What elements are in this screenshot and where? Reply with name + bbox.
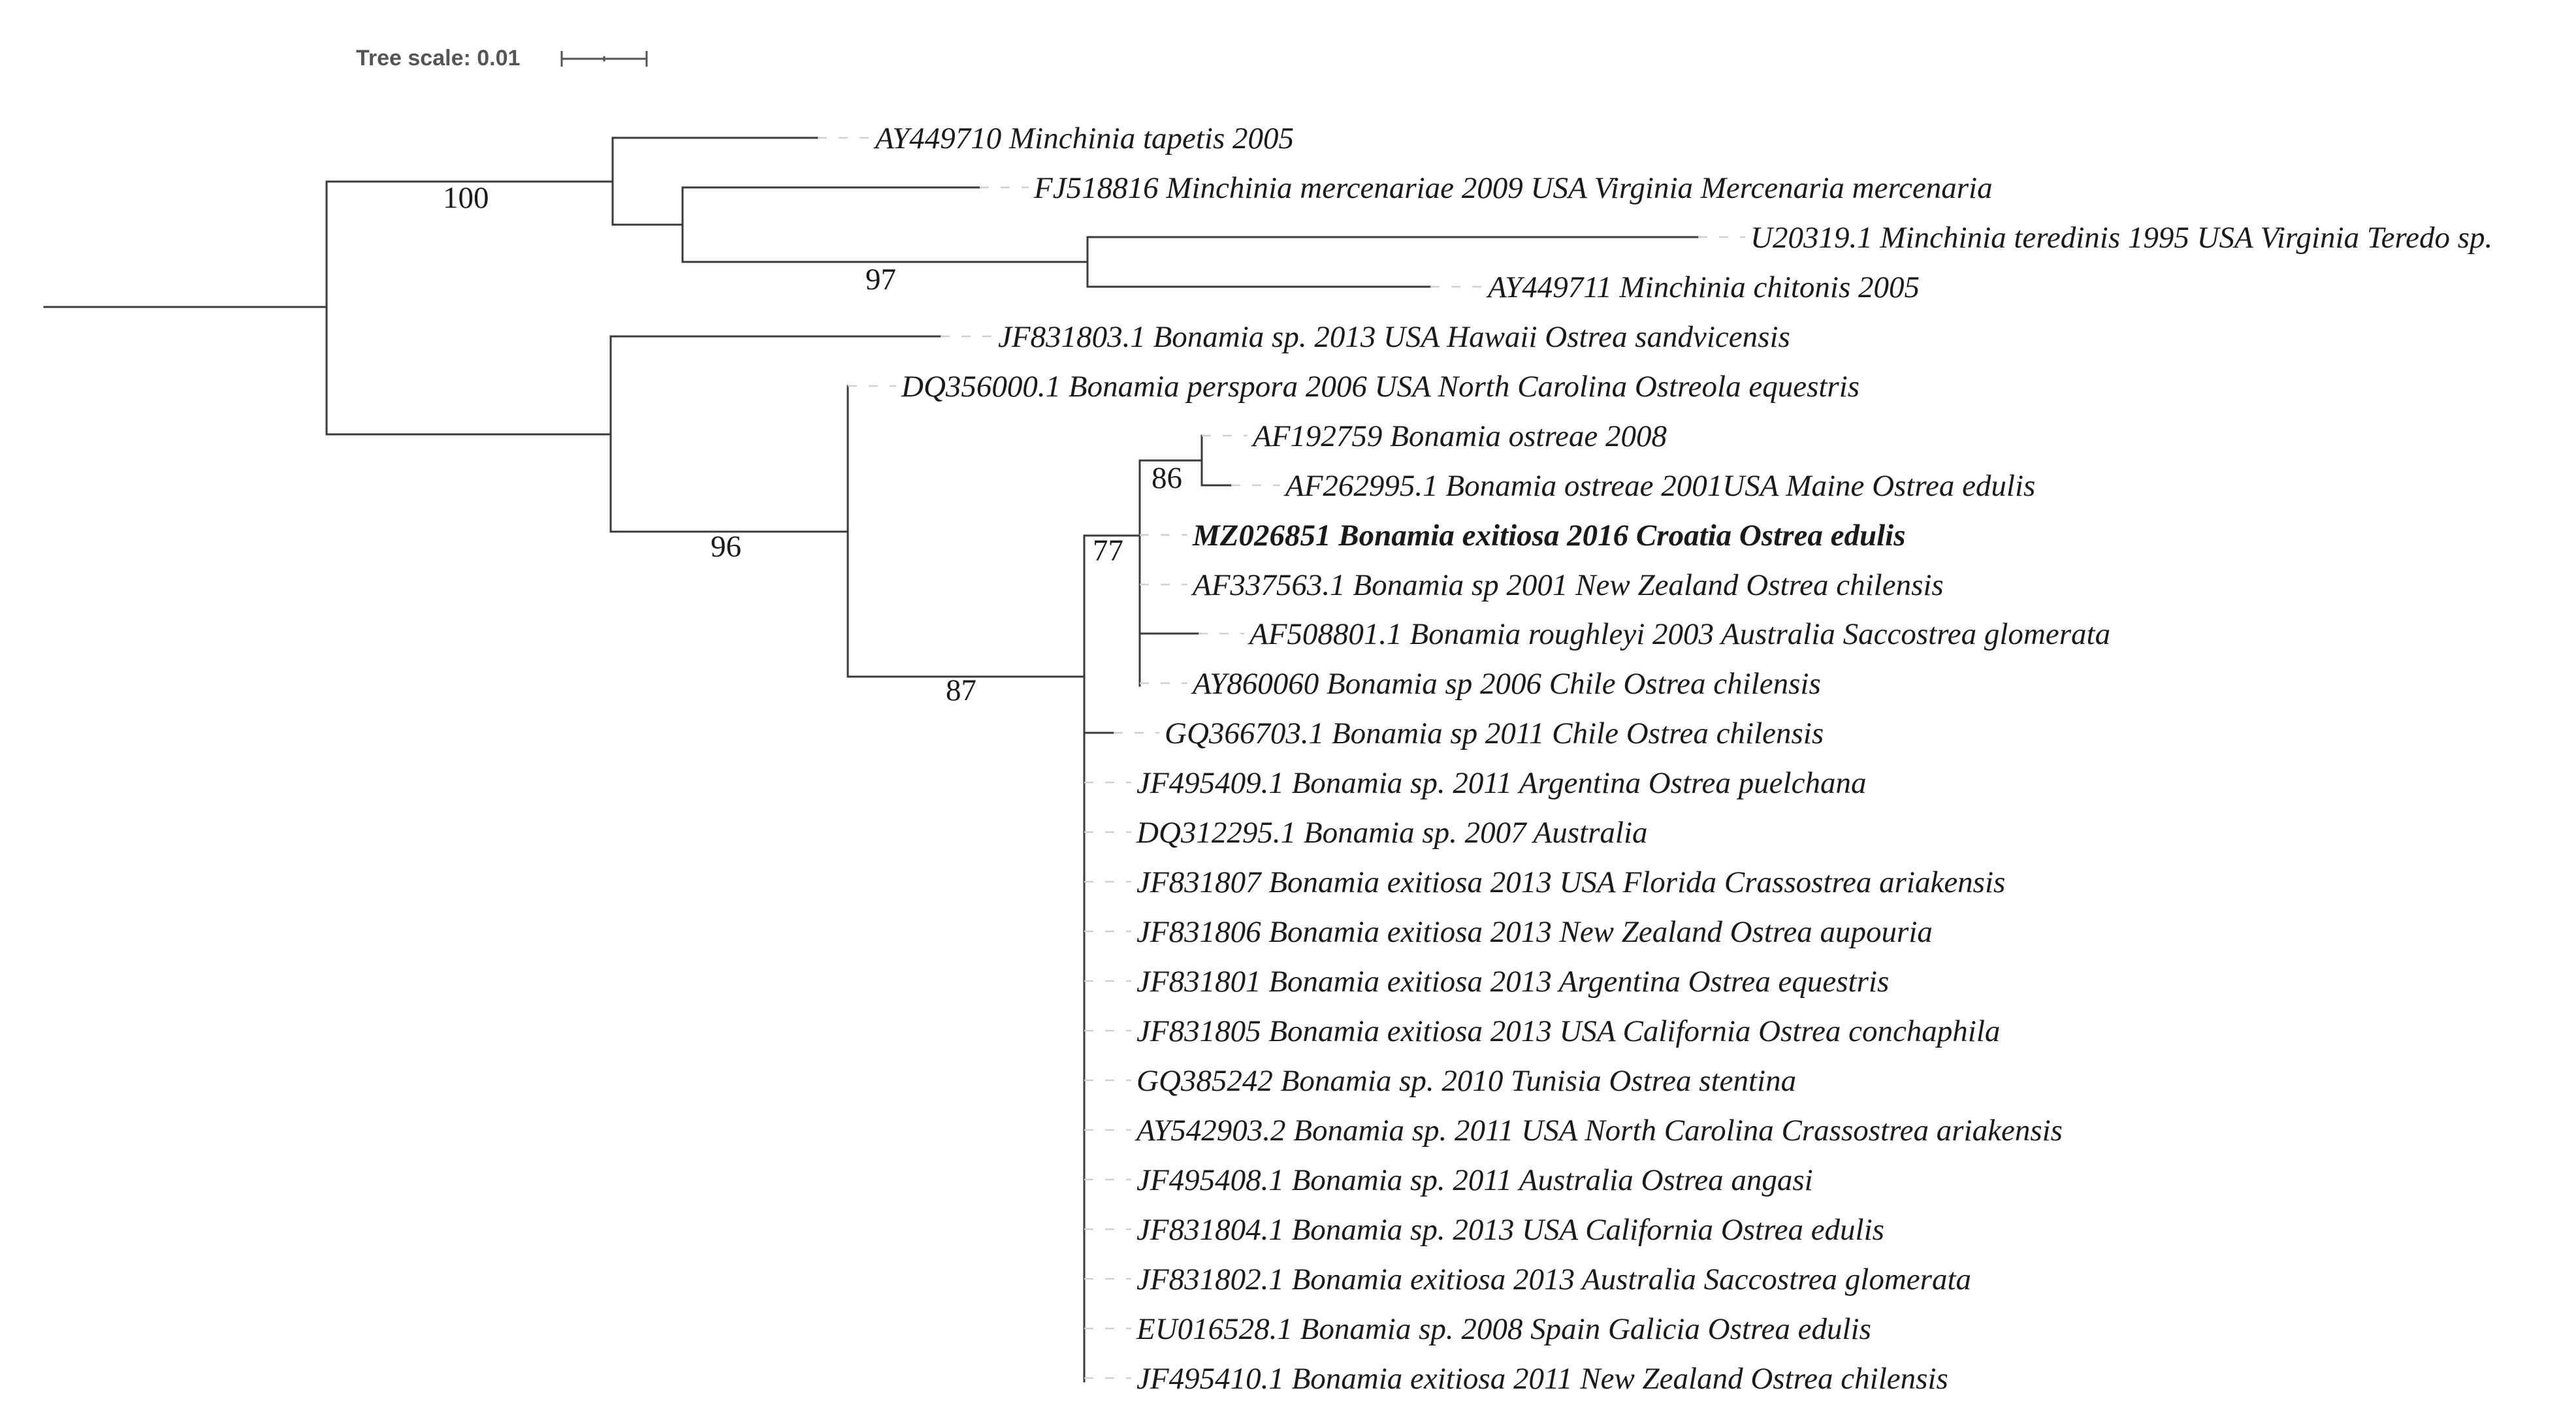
- tree-scale-label: Tree scale: 0.01: [356, 46, 520, 71]
- leaf-label: JF495410.1 Bonamia exitiosa 2011 New Zea…: [1136, 1362, 1948, 1396]
- support-value: 96: [711, 530, 741, 564]
- leaf-label: JF831806 Bonamia exitiosa 2013 New Zeala…: [1136, 915, 1933, 949]
- tree-scale: Tree scale: 0.01: [356, 46, 648, 71]
- leaf-connectors: [818, 137, 1745, 1379]
- leaf-label: DQ356000.1 Bonamia perspora 2006 USA Nor…: [901, 370, 1860, 404]
- tree-branches: [43, 137, 1699, 1383]
- leaf-label: EU016528.1 Bonamia sp. 2008 Spain Galici…: [1136, 1312, 1871, 1346]
- leaf-label: U20319.1 Minchinia teredinis 1995 USA Vi…: [1750, 221, 2492, 255]
- leaf-label: AY449710 Minchinia tapetis 2005: [873, 121, 1294, 155]
- support-value: 87: [946, 673, 976, 707]
- leaf-label: GQ366703.1 Bonamia sp 2011 Chile Ostrea …: [1165, 716, 1824, 750]
- leaf-label: AY860060 Bonamia sp 2006 Chile Ostrea ch…: [1191, 667, 1821, 701]
- leaf-label-highlighted: MZ026851 Bonamia exitiosa 2016 Croatia O…: [1192, 519, 1906, 553]
- leaf-label: AY542903.2 Bonamia sp. 2011 USA North Ca…: [1135, 1114, 2063, 1148]
- leaf-label: JF831807 Bonamia exitiosa 2013 USA Flori…: [1136, 865, 2005, 899]
- leaf-label: DQ312295.1 Bonamia sp. 2007 Australia: [1136, 816, 1648, 850]
- support-values: 100 97 96 86 77 87: [443, 181, 1182, 707]
- leaf-label: AF262995.1 Bonamia ostreae 2001USA Maine…: [1283, 469, 2035, 503]
- leaf-label: AY449711 Minchinia chitonis 2005: [1486, 270, 1920, 304]
- leaf-label: AF337563.1 Bonamia sp 2001 New Zealand O…: [1191, 568, 1944, 602]
- leaf-label: JF831801 Bonamia exitiosa 2013 Argentina…: [1136, 965, 1889, 999]
- leaf-label: AF192759 Bonamia ostreae 2008: [1251, 419, 1667, 453]
- leaf-label: AF508801.1 Bonamia roughleyi 2003 Austra…: [1248, 617, 2110, 651]
- leaf-label: JF831802.1 Bonamia exitiosa 2013 Austral…: [1136, 1263, 1971, 1296]
- leaf-label: JF831803.1 Bonamia sp. 2013 USA Hawaii O…: [998, 320, 1790, 354]
- leaf-label: JF495408.1 Bonamia sp. 2011 Australia Os…: [1136, 1163, 1813, 1197]
- support-value: 77: [1093, 534, 1123, 568]
- support-value: 86: [1151, 461, 1182, 495]
- leaf-labels: AY449710 Minchinia tapetis 2005 FJ518816…: [873, 121, 2492, 1396]
- leaf-label: JF831805 Bonamia exitiosa 2013 USA Calif…: [1136, 1014, 2000, 1048]
- leaf-label: GQ385242 Bonamia sp. 2010 Tunisia Ostrea…: [1136, 1064, 1796, 1098]
- leaf-label: JF831804.1 Bonamia sp. 2013 USA Californ…: [1136, 1213, 1884, 1247]
- support-value: 100: [443, 181, 489, 215]
- leaf-label: JF495409.1 Bonamia sp. 2011 Argentina Os…: [1136, 766, 1866, 800]
- support-value: 97: [865, 263, 896, 297]
- leaf-label: FJ518816 Minchinia mercenariae 2009 USA …: [1033, 171, 1993, 205]
